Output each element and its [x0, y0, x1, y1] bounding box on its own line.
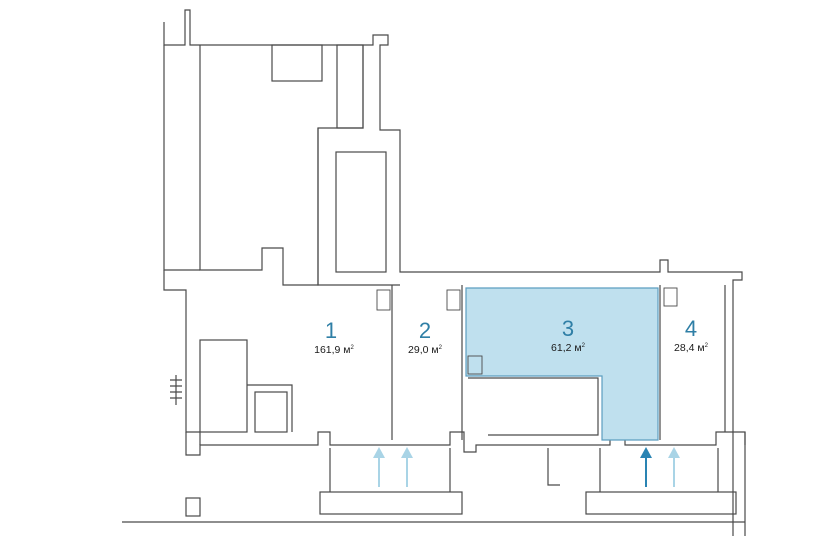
wc-room3	[467, 355, 483, 375]
niche-top	[271, 44, 323, 82]
arrow-room3-head	[640, 447, 652, 458]
wc-room4	[663, 287, 678, 307]
facade	[185, 431, 733, 456]
wc-room1	[376, 289, 391, 311]
room-3-area: 61,2 м2	[551, 342, 586, 354]
porch-right	[585, 491, 737, 515]
room3-inner-wall	[468, 377, 599, 436]
room-1-number: 1	[325, 318, 337, 343]
room1-block-a	[199, 339, 248, 433]
room-1-area: 161,9 м2	[314, 344, 354, 356]
outer-wall-upper	[163, 9, 746, 445]
niche-mid	[335, 151, 387, 273]
entrance-arrows	[373, 447, 680, 487]
ramp	[547, 448, 560, 486]
arrow-room1-a-head	[373, 447, 385, 458]
room-3-number: 3	[562, 316, 574, 341]
room-4-area: 28,4 м2	[674, 342, 709, 354]
stair-rail	[170, 375, 182, 405]
room-3-highlight	[465, 287, 659, 441]
walls	[122, 9, 746, 536]
left-wall-lower	[163, 270, 201, 445]
room-labels: 1 161,9 м2 2 29,0 м2 3 61,2 м2 4 28,4 м2	[314, 316, 709, 356]
room-2-number: 2	[419, 318, 431, 343]
porch-left-steps	[329, 448, 451, 492]
pillar-left	[185, 497, 201, 517]
room-4-number: 4	[685, 316, 697, 341]
sidewalk	[122, 432, 746, 536]
wc-room2	[446, 289, 461, 311]
upper-corridor	[317, 128, 400, 286]
arrow-room4-head	[668, 447, 680, 458]
arrow-room1-b-head	[401, 447, 413, 458]
fixtures	[376, 287, 678, 375]
room1-partition	[247, 384, 293, 432]
room1-block-b	[254, 391, 288, 433]
niche-shaft	[336, 44, 364, 129]
porch-right-steps	[599, 448, 719, 492]
left-wall-outer	[163, 45, 200, 271]
porch-left	[319, 491, 463, 515]
room-2-area: 29,0 м2	[408, 344, 443, 356]
